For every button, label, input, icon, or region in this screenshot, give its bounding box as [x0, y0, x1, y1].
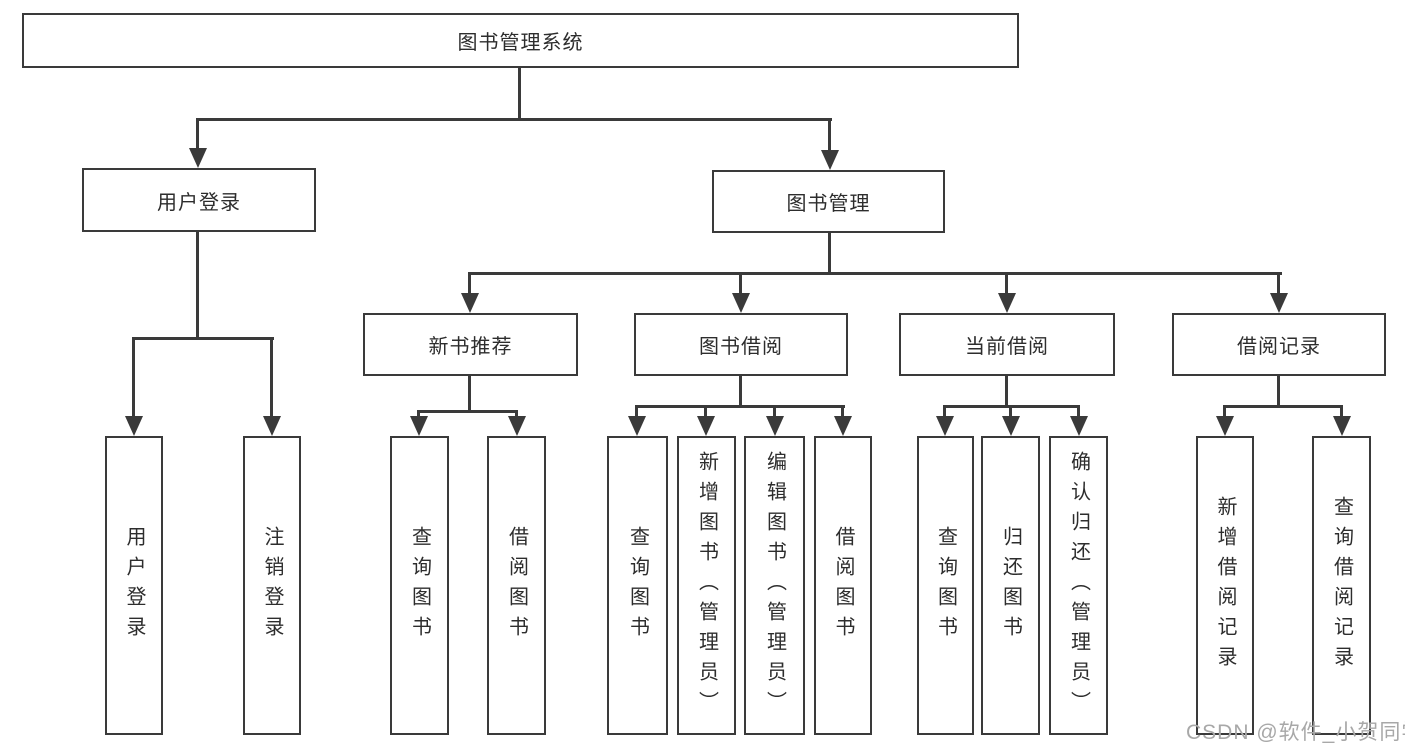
node-login-label: 用户登录 [157, 191, 241, 214]
node-return-book: 归还图书 [981, 436, 1040, 735]
connector-drop [841, 405, 844, 420]
node-edit-book-admin: 编辑图书（管理员） [744, 436, 805, 735]
node-borrow-borrow-book: 借阅图书 [814, 436, 872, 735]
node-borrow-records: 借阅记录 [1172, 313, 1386, 376]
connector-drop [739, 272, 742, 297]
connector-bar [418, 410, 518, 413]
connector-stem [1277, 376, 1280, 408]
connector-drop [704, 405, 707, 420]
connector-drop [635, 405, 638, 420]
node-newbook-borrow-book: 借阅图书 [487, 436, 546, 735]
connector-drop [132, 337, 135, 420]
node-borrow-records-label: 借阅记录 [1237, 336, 1321, 358]
node-user-login: 用户登录 [105, 436, 163, 735]
node-query-borrow-record: 查询借阅记录 [1312, 436, 1371, 735]
connector-drop [270, 337, 273, 420]
connector-stem [828, 233, 831, 275]
arrowhead [834, 416, 852, 436]
arrowhead [732, 293, 750, 313]
connector-drop [1340, 405, 1343, 420]
node-current-query-book: 查询图书 [917, 436, 974, 735]
node-new-book: 新书推荐 [363, 313, 578, 376]
arrowhead [1270, 293, 1288, 313]
connector-drop [468, 272, 471, 297]
arrowhead [936, 416, 954, 436]
connector-drop [1009, 405, 1012, 420]
node-current-query-book-label: 查询图书 [934, 525, 957, 646]
connector-drop [1005, 272, 1008, 297]
node-edit-book-admin-label: 编辑图书（管理员） [763, 450, 786, 721]
node-logout-label: 注销登录 [261, 525, 283, 646]
connector-drop [417, 410, 420, 420]
node-borrow-borrow-book-label: 借阅图书 [832, 525, 854, 646]
node-newbook-query-book: 查询图书 [390, 436, 449, 735]
connector-bar [469, 272, 1282, 275]
arrowhead [1070, 416, 1088, 436]
node-current-borrow: 当前借阅 [899, 313, 1115, 376]
node-newbook-query-book-label: 查询图书 [408, 525, 431, 646]
connector-drop [196, 118, 199, 152]
arrowhead [189, 148, 207, 168]
node-book-borrow: 图书借阅 [634, 313, 848, 376]
node-current-borrow-label: 当前借阅 [965, 336, 1049, 358]
node-add-book-admin: 新增图书（管理员） [677, 436, 736, 735]
arrowhead [1002, 416, 1020, 436]
connector-stem [196, 232, 199, 340]
arrowhead [628, 416, 646, 436]
node-user-login-label: 用户登录 [123, 525, 145, 646]
node-query-borrow-record-label: 查询借阅记录 [1330, 495, 1353, 676]
connector-drop [1277, 272, 1280, 297]
connector-stem [518, 68, 521, 120]
node-add-book-admin-label: 新增图书（管理员） [695, 450, 718, 721]
connector-bar [197, 118, 832, 121]
connector-drop [828, 118, 831, 154]
node-return-book-label: 归还图书 [999, 525, 1022, 646]
arrowhead [125, 416, 143, 436]
arrowhead [461, 293, 479, 313]
node-logout: 注销登录 [243, 436, 301, 735]
connector-bar [133, 337, 274, 340]
connector-drop [515, 410, 518, 420]
connector-drop [1223, 405, 1226, 420]
node-add-borrow-record-label: 新增借阅记录 [1214, 495, 1236, 676]
node-root: 图书管理系统 [22, 13, 1019, 68]
connector-bar [944, 405, 1080, 408]
connector-bar [1224, 405, 1343, 408]
node-add-borrow-record: 新增借阅记录 [1196, 436, 1254, 735]
node-book-borrow-label: 图书借阅 [699, 336, 783, 358]
node-borrow-query-book-label: 查询图书 [626, 525, 649, 646]
node-borrow-query-book: 查询图书 [607, 436, 668, 735]
arrowhead [821, 150, 839, 170]
arrowhead [998, 293, 1016, 313]
node-book-mgmt-label: 图书管理 [786, 193, 871, 215]
node-login: 用户登录 [82, 168, 316, 232]
node-root-label: 图书管理系统 [457, 32, 584, 54]
connector-stem [739, 376, 742, 408]
node-confirm-return-admin-label: 确认归还（管理员） [1067, 450, 1090, 721]
connector-drop [773, 405, 776, 420]
arrowhead [410, 416, 428, 436]
arrowhead [508, 416, 526, 436]
arrowhead [766, 416, 784, 436]
connector-bar [636, 405, 845, 408]
node-book-mgmt: 图书管理 [712, 170, 945, 233]
connector-stem [468, 376, 471, 413]
csdn-watermark: CSDN @软件_小贺同学 [1186, 721, 1405, 744]
arrowhead [697, 416, 715, 436]
connector-drop [1077, 405, 1080, 420]
arrowhead [263, 416, 281, 436]
connector-drop [943, 405, 946, 420]
arrowhead [1216, 416, 1234, 436]
arrowhead [1333, 416, 1351, 436]
node-newbook-borrow-book-label: 借阅图书 [505, 525, 528, 646]
node-new-book-label: 新书推荐 [428, 336, 513, 358]
connector-stem [1005, 376, 1008, 408]
node-confirm-return-admin: 确认归还（管理员） [1049, 436, 1108, 735]
